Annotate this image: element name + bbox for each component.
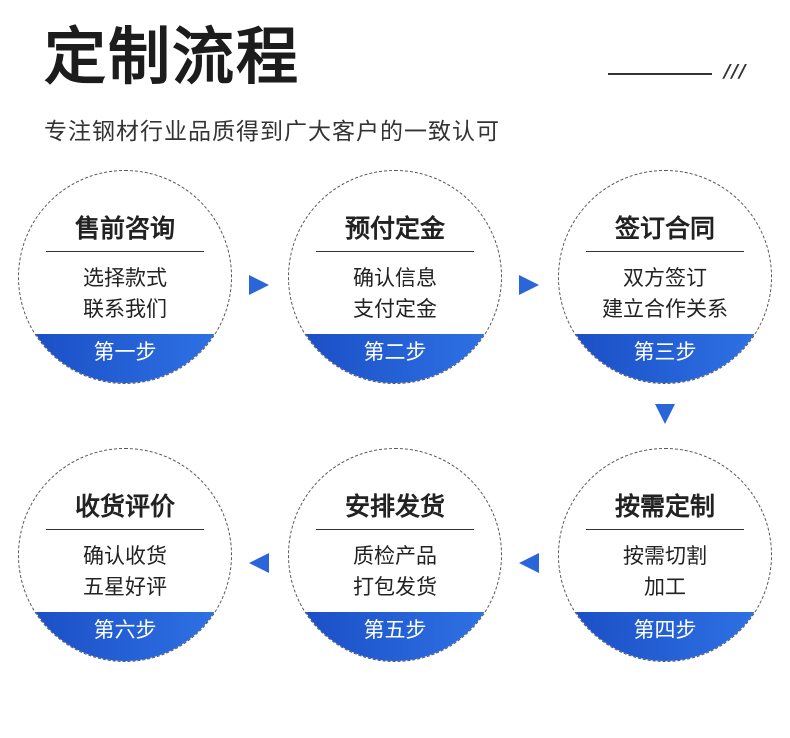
step-description-line: 双方签订 (623, 266, 707, 290)
step-card-2: 预付定金 确认信息 支付定金 第二步 (288, 170, 502, 384)
step-card-6: 收货评价 确认收货 五星好评 第六步 (18, 448, 232, 662)
step-description-line: 按需切割 (623, 544, 707, 568)
step-badge: 第一步 (19, 334, 231, 383)
step-description-line: 质检产品 (353, 544, 437, 568)
page-subtitle: 专注钢材行业品质得到广大客户的一致认可 (44, 119, 500, 145)
step-description-line: 联系我们 (83, 297, 167, 321)
arrow-left-icon (249, 553, 269, 573)
step-badge: 第六步 (19, 612, 231, 661)
step-title: 收货评价 (74, 492, 175, 521)
step-divider (46, 251, 204, 252)
arrow-right-icon (519, 275, 539, 295)
arrow-right-icon (249, 275, 269, 295)
step-description-line: 确认信息 (353, 266, 437, 290)
step-badge: 第四步 (559, 612, 771, 661)
title-decoration: /// (608, 62, 748, 82)
step-description-line: 打包发货 (353, 575, 437, 599)
arrow-left-icon (519, 553, 539, 573)
step-description-line: 加工 (644, 575, 686, 599)
decoration-line (608, 73, 712, 75)
step-divider (316, 529, 474, 530)
step-divider (586, 251, 744, 252)
step-title: 签订合同 (614, 214, 715, 243)
step-divider (316, 251, 474, 252)
step-title: 安排发货 (344, 492, 445, 521)
step-title: 售前咨询 (74, 214, 175, 243)
step-description-line: 支付定金 (353, 297, 437, 321)
step-description-line: 建立合作关系 (602, 297, 728, 321)
page-title: 定制流程 (44, 20, 301, 93)
step-badge: 第五步 (289, 612, 501, 661)
step-description-line: 确认收货 (83, 544, 167, 568)
step-card-4: 按需定制 按需切割 加工 第四步 (558, 448, 772, 662)
step-divider (586, 529, 744, 530)
step-badge: 第三步 (559, 334, 771, 383)
step-card-1: 售前咨询 选择款式 联系我们 第一步 (18, 170, 232, 384)
step-title: 按需定制 (614, 492, 715, 521)
arrow-down-icon (655, 404, 675, 424)
step-description-line: 五星好评 (83, 575, 167, 599)
step-divider (46, 529, 204, 530)
step-title: 预付定金 (344, 214, 445, 243)
step-badge: 第二步 (289, 334, 501, 383)
decoration-slashes: /// (724, 61, 747, 82)
step-card-5: 安排发货 质检产品 打包发货 第五步 (288, 448, 502, 662)
step-description-line: 选择款式 (83, 266, 167, 290)
step-card-3: 签订合同 双方签订 建立合作关系 第三步 (558, 170, 772, 384)
